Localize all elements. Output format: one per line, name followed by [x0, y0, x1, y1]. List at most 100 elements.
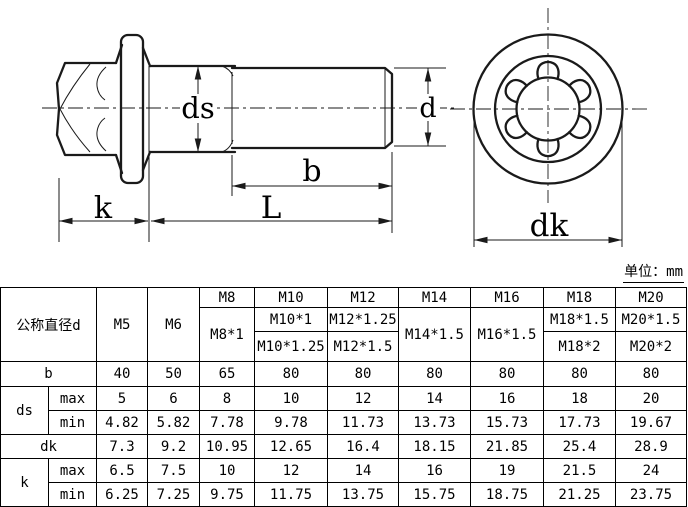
- col-header-m8-fine: M8*1: [199, 307, 255, 362]
- cell-b-m20: 80: [615, 361, 687, 387]
- cell-kmin-m6: 7.25: [147, 482, 200, 507]
- cell-dsmin-m12: 11.73: [327, 410, 399, 435]
- shank: [148, 64, 237, 154]
- cell-kmax-m12: 14: [327, 458, 399, 483]
- torx-socket: [500, 60, 596, 158]
- header-row-fine-2: M10*1.25 M12*1.5 M18*2 M20*2: [1, 331, 687, 362]
- cell-kmax-m10: 12: [254, 458, 328, 483]
- cell-kmin-m10: 11.75: [254, 482, 328, 507]
- col-header-m8: M8: [199, 287, 255, 308]
- header-row-coarse: 公称直径d M5 M6 M8 M10 M12 M14 M16 M18 M20: [0, 287, 687, 362]
- cell-b-m6: 50: [147, 361, 200, 387]
- cell-dk-m12: 16.4: [327, 434, 399, 459]
- col-header-m16: M16: [470, 287, 544, 308]
- cell-dsmax-m5: 5: [96, 386, 148, 411]
- cell-dk-m18: 25.4: [543, 434, 616, 459]
- label-L: L: [261, 190, 282, 226]
- cell-kmin-m14: 15.75: [398, 482, 471, 507]
- cell-dk-m16: 21.85: [470, 434, 544, 459]
- col-header-m18-fine1: M18*1.5: [543, 307, 616, 332]
- row-ds-min: min 4.82 5.82 7.78 9.78 11.73 13.73 15.7…: [1, 410, 687, 435]
- col-header-m12: M12: [327, 287, 399, 308]
- cell-dsmax-m10: 10: [254, 386, 328, 411]
- cell-dk-m8: 10.95: [199, 434, 255, 459]
- col-header-m14-fine: M14*1.5: [398, 307, 471, 362]
- cell-dk-m10: 12.65: [254, 434, 328, 459]
- cell-kmin-m20: 23.75: [615, 482, 687, 507]
- cell-kmin-m18: 21.25: [543, 482, 616, 507]
- cell-dsmin-m14: 13.73: [398, 410, 471, 435]
- row-k-max: k max 6.5 7.5 10 12 14 16 19 21.5 24: [0, 458, 687, 507]
- row-dk: dk 7.3 9.2 10.95 12.65 16.4 18.15 21.85 …: [0, 434, 687, 459]
- col-header-m6: M6: [147, 287, 200, 362]
- cell-kmax-m18: 21.5: [543, 458, 616, 483]
- col-header-m10: M10: [254, 287, 328, 308]
- dimension-d: d: [394, 67, 446, 147]
- cell-b-m16: 80: [470, 361, 544, 387]
- cell-dsmin-m6: 5.82: [147, 410, 200, 435]
- row-label-k-max: max: [48, 458, 97, 483]
- label-b: b: [302, 154, 321, 189]
- row-ds-max: ds max 5 6 8 10 12 14 16 18 20: [0, 386, 687, 435]
- col-header-m18: M18: [543, 287, 616, 308]
- row-label-k-min: min: [48, 482, 97, 507]
- cell-kmin-m16: 18.75: [470, 482, 544, 507]
- cell-b-m12: 80: [327, 361, 399, 387]
- cell-dk-m14: 18.15: [398, 434, 471, 459]
- cell-dk-m5: 7.3: [96, 434, 148, 459]
- label-k: k: [94, 191, 113, 226]
- col-header-m20: M20: [615, 287, 687, 308]
- technical-drawing: ds d b k L: [42, 8, 648, 247]
- cell-dsmax-m6: 6: [147, 386, 200, 411]
- cell-b-m8: 65: [199, 361, 255, 387]
- label-ds: ds: [181, 91, 214, 125]
- cell-dsmax-m12: 12: [327, 386, 399, 411]
- cell-dsmin-m8: 7.78: [199, 410, 255, 435]
- cell-kmax-m16: 19: [470, 458, 544, 483]
- cell-kmin-m8: 9.75: [199, 482, 255, 507]
- flange-circle: [472, 33, 624, 185]
- units-note: 单位：mm: [623, 261, 684, 283]
- col-header-m12-fine1: M12*1.25: [327, 307, 399, 332]
- col-header-m10-fine1: M10*1: [254, 307, 328, 332]
- cell-dsmax-m8: 8: [199, 386, 255, 411]
- spec-table: 公称直径d M5 M6 M8 M10 M12 M14 M16 M18 M20 M…: [0, 287, 687, 507]
- header-row-fine-1: M8*1 M10*1 M12*1.25 M14*1.5 M16*1.5 M18*…: [1, 307, 687, 362]
- col-header-m16-fine: M16*1.5: [470, 307, 544, 362]
- cell-b-m14: 80: [398, 361, 471, 387]
- dimension-L: L: [151, 190, 392, 226]
- row-k-min: min 6.25 7.25 9.75 11.75 13.75 15.75 18.…: [1, 482, 687, 507]
- cell-dsmax-m18: 18: [543, 386, 616, 411]
- cell-kmax-m5: 6.5: [96, 458, 148, 483]
- cell-dk-m20: 28.9: [615, 434, 687, 459]
- col-header-m14: M14: [398, 287, 471, 308]
- row-label-ds-min: min: [48, 410, 97, 435]
- cell-b-m10: 80: [254, 361, 328, 387]
- cell-dsmin-m5: 4.82: [96, 410, 148, 435]
- dimension-k: k: [58, 66, 150, 242]
- col-header-m18-fine2: M18*2: [543, 331, 616, 362]
- cell-dsmax-m16: 16: [470, 386, 544, 411]
- col-header-m20-fine2: M20*2: [615, 331, 687, 362]
- row-label-dk: dk: [0, 434, 97, 459]
- col-header-m5: M5: [96, 287, 148, 362]
- bolt-side-view: ds d b k L: [42, 33, 456, 242]
- flange-washer: [114, 33, 152, 185]
- cell-dsmin-m10: 9.78: [254, 410, 328, 435]
- cell-kmax-m14: 16: [398, 458, 471, 483]
- thread: [221, 65, 394, 153]
- hex-head: [55, 61, 118, 157]
- cell-kmin-m5: 6.25: [96, 482, 148, 507]
- dimension-dk: dk: [473, 112, 623, 247]
- label-dk: dk: [530, 208, 569, 244]
- dimension-ds: ds: [180, 66, 217, 152]
- cell-dsmax-m20: 20: [615, 386, 687, 411]
- cell-kmax-m8: 10: [199, 458, 255, 483]
- row-label-k: k: [0, 458, 49, 507]
- cell-dk-m6: 9.2: [147, 434, 200, 459]
- cell-dsmax-m14: 14: [398, 386, 471, 411]
- row-label-ds-max: max: [48, 386, 97, 411]
- row-label-ds: ds: [0, 386, 49, 435]
- row-b: b 40 50 65 80 80 80 80 80 80: [0, 361, 687, 387]
